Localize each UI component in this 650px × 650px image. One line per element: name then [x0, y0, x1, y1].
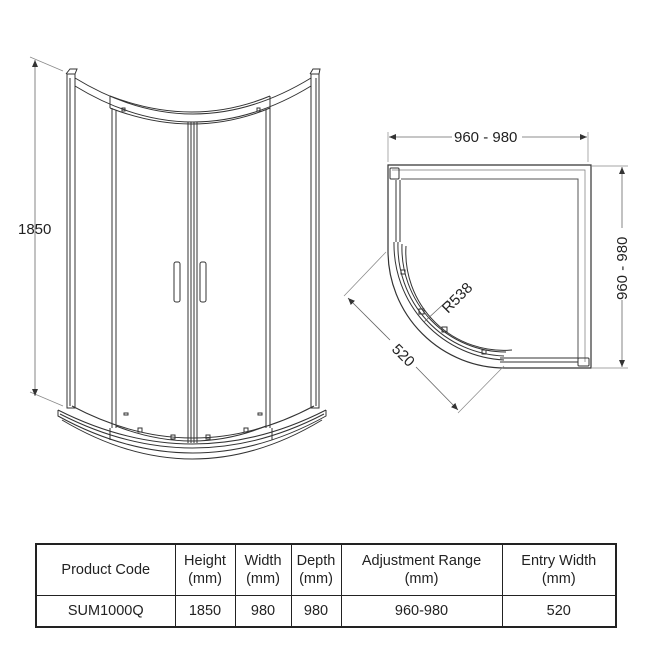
radius-label: R538	[439, 279, 476, 316]
height-dimension-label: 1850	[18, 221, 51, 238]
depth-dimension-label: 960 - 980	[614, 237, 631, 300]
cell-width: 980	[234, 595, 292, 628]
cell-depth: 980	[290, 595, 342, 628]
header-height: Height(mm)	[174, 543, 236, 596]
header-adjustment-range: Adjustment Range(mm)	[340, 543, 503, 596]
header-width: Width(mm)	[234, 543, 292, 596]
spec-table-header-row: Product Code Height(mm) Width(mm) Depth(…	[35, 543, 617, 596]
width-dimension-label: 960 - 980	[454, 129, 517, 146]
entry-width-label: 520	[388, 341, 418, 371]
plan-view	[343, 132, 628, 414]
cell-entry-width: 520	[501, 595, 617, 628]
cell-adjustment-range: 960-980	[340, 595, 503, 628]
elevation-view	[29, 56, 327, 460]
table-row: SUM1000Q 1850 980 980 960-980 520	[35, 595, 617, 628]
spec-table: Product Code Height(mm) Width(mm) Depth(…	[35, 543, 617, 628]
entry-dimension-line-top	[347, 297, 391, 341]
cell-height: 1850	[174, 595, 236, 628]
header-depth: Depth(mm)	[290, 543, 342, 596]
header-product-code: Product Code	[35, 543, 176, 596]
entry-dimension-line-bottom	[415, 366, 459, 411]
radius-dimension-line	[423, 299, 449, 323]
cell-product-code: SUM1000Q	[35, 595, 176, 628]
header-entry-width: Entry Width(mm)	[501, 543, 617, 596]
